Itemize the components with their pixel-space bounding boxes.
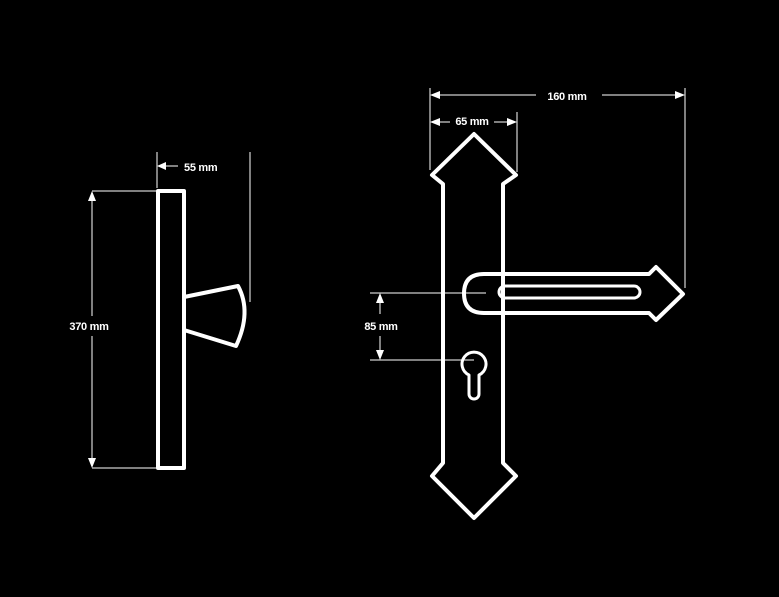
keyhole-icon xyxy=(460,350,488,401)
plate-width-dimension: 65 mm xyxy=(430,112,518,172)
center-distance-label: 85 mm xyxy=(364,321,398,333)
front-view: 160 mm 65 mm 85 mm xyxy=(364,88,686,520)
plate-width-arrow-left xyxy=(430,118,440,126)
side-backplate xyxy=(156,189,186,470)
side-view: 370 mm 55 mm xyxy=(69,152,251,470)
plate-width-arrow-right xyxy=(507,118,517,126)
lever-inner-slot xyxy=(497,284,642,300)
overall-width-arrow-left xyxy=(430,91,440,99)
height-arrow-bottom xyxy=(88,458,96,468)
front-backplate xyxy=(430,132,518,520)
side-lever xyxy=(182,284,247,348)
center-distance-arrow-bottom xyxy=(376,350,384,360)
projection-dimension: 55 mm xyxy=(156,152,251,302)
center-distance-dimension: 85 mm xyxy=(364,292,486,361)
overall-width-label: 160 mm xyxy=(547,91,587,103)
projection-label: 55 mm xyxy=(184,162,218,174)
overall-width-arrow-right xyxy=(675,91,685,99)
center-distance-arrow-top xyxy=(376,293,384,303)
overall-width-dimension: 160 mm xyxy=(429,88,686,288)
front-lever xyxy=(462,265,685,322)
height-dimension: 370 mm xyxy=(69,190,158,469)
height-arrow-top xyxy=(88,191,96,201)
plate-width-label: 65 mm xyxy=(455,116,489,128)
projection-arrow xyxy=(157,162,166,170)
height-label: 370 mm xyxy=(69,321,109,333)
